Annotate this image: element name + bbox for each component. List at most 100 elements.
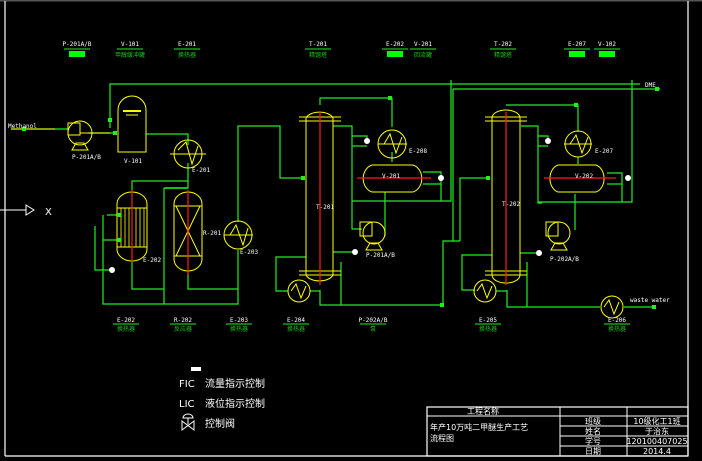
project-name-line1: 年产10万吨二甲醚生产工艺 [430,422,528,432]
tag-desc: 换热器 [608,325,626,333]
label-e207: E-207 [595,148,613,155]
vessel-v202[interactable] [544,164,616,193]
pump-p201ab[interactable] [67,120,110,151]
label-p202: P-202A/B [550,256,579,263]
heat-exchanger-e206[interactable] [600,295,624,319]
top-tag-t-202: T-202 精馏塔 [490,41,516,59]
bottom-tag-p-202a/b: P-202A/B 泵 [359,317,388,333]
tag-code: R-202 [174,317,192,324]
title-row-value: 2014.4 [643,447,671,456]
title-row-key: 姓名 [585,426,601,436]
label-e202: E-202 [143,257,161,264]
label-r201: R-201 [203,230,221,237]
heat-exchanger-e207[interactable] [564,130,592,158]
tag-desc: 精馏塔 [494,51,512,59]
top-tag-e-207: E-207 [564,41,590,57]
legend: FIC 流量指示控制 LIC 液位指示控制 控制阀 [179,367,265,431]
title-row-value: 于治东 [645,426,669,436]
equipment-labels: Methanol DME waste water P-201A/B V-101 … [8,82,670,304]
vessel-v201[interactable] [357,164,431,193]
title-row-value: 120100407025 [626,437,687,446]
pump-p201ab-reflux[interactable] [359,221,386,251]
tag-desc: 泵 [370,326,376,333]
vessel-v101[interactable] [117,95,147,153]
label-v201: V-201 [382,173,400,180]
status-indicator [69,51,85,57]
tag-code: E-204 [287,317,305,324]
label-p201: P-201A/B [366,252,395,259]
axis-marker-label: X [45,207,52,218]
tag-code: E-203 [230,317,248,324]
legend-valve-text: 控制阀 [205,417,235,430]
heat-exchanger-e208[interactable] [377,129,407,159]
heat-exchanger-e202[interactable] [116,190,148,262]
pump-p202ab[interactable] [545,221,571,251]
project-name-line2: 流程图 [430,433,454,443]
title-row-value: 10级化工1班 [633,416,680,426]
tag-desc: 回流罐 [414,51,432,59]
tag-code: T-201 [309,41,327,48]
top-tag-t-201: T-201 精馏塔 [305,41,331,59]
control-valve-icon [181,413,195,431]
tag-code: E-207 [568,41,586,48]
tag-desc: 精馏塔 [309,51,327,59]
tag-code: E-206 [608,317,626,324]
reactor-r201[interactable] [173,190,203,275]
title-row-key: 学号 [585,436,601,446]
tag-desc: 换热器 [117,325,135,333]
flow-arrows [22,87,659,309]
bottom-equipment-tags: E-202换热器R-202反应器E-203换热器E-204换热器P-202A/B… [113,317,630,333]
tag-code: T-202 [494,41,512,48]
heat-exchanger-e203[interactable] [223,220,253,250]
tag-desc: 换热器 [230,325,248,333]
instrument-markers [109,138,631,273]
heat-exchanger-e205[interactable] [473,279,497,303]
top-tag-v-201: V-201 回流罐 [410,41,436,59]
column-t201[interactable] [299,111,341,285]
legend-fic-code: FIC [179,379,195,390]
tag-code: E-205 [479,317,497,324]
title-row-key: 日期 [585,447,601,456]
tag-code: V-102 [598,41,616,48]
tag-desc: 换热器 [479,325,497,333]
heat-exchanger-e201[interactable] [170,139,206,169]
dme-stream-label: DME [645,82,656,89]
tag-code: E-201 [178,41,196,48]
legend-swatch [191,367,201,371]
label-e201: E-201 [192,167,210,174]
top-tag-e-201: E-201 换热器 [174,41,200,59]
tag-desc: 换热器 [178,51,196,59]
legend-fic-text: 流量指示控制 [205,377,265,390]
tag-desc: 换热器 [287,325,305,333]
label-t202: T-202 [502,201,520,208]
label-e208: E-208 [409,148,427,155]
legend-lic-text: 液位指示控制 [205,397,265,410]
title-row-key: 班级 [585,416,601,426]
window-top-edge [0,0,702,2]
tag-code: E-202 [386,41,404,48]
label-t201: T-201 [316,204,334,211]
status-indicator [599,51,615,57]
tag-code: P-202A/B [359,317,388,324]
label-e203: E-203 [240,249,258,256]
label-v202: V-202 [575,173,593,180]
tag-code: V-201 [414,41,432,48]
column-t202[interactable] [485,109,527,285]
status-indicator [569,51,585,57]
heat-exchanger-e204[interactable] [287,279,311,303]
waste-stream-label: waste water [630,297,670,304]
tag-desc: 甲醇缓冲罐 [115,51,145,59]
top-tag-e-202: E-202 [382,41,408,57]
top-tag-v-102: V-102 [594,41,620,57]
ucs-axis-marker: X [0,204,52,218]
label-v101: V-101 [124,158,142,165]
tag-code: P-201A/B [63,41,92,48]
feed-stream-label: Methanol [8,123,37,130]
